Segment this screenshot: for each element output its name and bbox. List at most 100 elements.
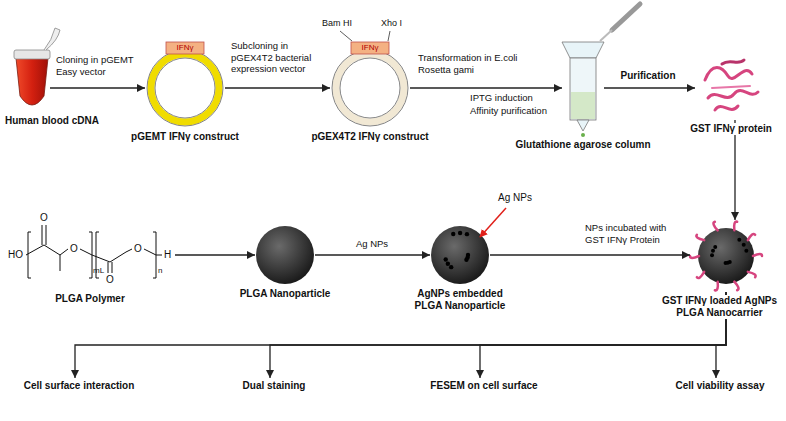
arrow-label: NPs incubated with GST IFNγ Protein: [585, 222, 685, 245]
tube-icon: [16, 58, 48, 105]
nanocarrier-icon: [742, 243, 746, 247]
polymer-structure: [89, 232, 92, 278]
nanocarrier-icon: [696, 235, 704, 240]
callout-label: Ag NPs: [498, 192, 532, 204]
polymer-structure: [112, 262, 113, 273]
plasmid-icon: [340, 58, 400, 118]
agnp-nanoparticle-icon: [451, 232, 455, 236]
polymer-structure: [108, 262, 109, 273]
flow-arrow: [175, 254, 255, 255]
protein-icon: [712, 86, 750, 88]
polymer-structure: [153, 232, 156, 278]
column-icon: [562, 42, 604, 137]
assay-node: Cell surface interaction: [15, 378, 136, 394]
nanocarrier-icon: [710, 253, 714, 257]
protein-icon: [705, 60, 758, 110]
column-node: Glutathione agarose column: [562, 40, 604, 136]
insert-label: IFNγ: [177, 43, 194, 52]
protein-icon: [705, 68, 752, 81]
node-caption: AgNPs embedded PLGA Nanoparticle: [410, 288, 510, 312]
step-note: Affinity purification: [470, 106, 547, 117]
polymer-structure: [42, 225, 43, 245]
node-caption: Dual staining: [238, 380, 311, 392]
nanoparticle-node: AgNPs embedded PLGA Nanoparticle: [430, 225, 490, 285]
node-caption: Cell viability assay: [671, 380, 770, 392]
subscript-label: mL: [93, 266, 104, 275]
subscript-label: n: [158, 266, 162, 275]
protein-icon: [715, 106, 738, 110]
protein-icon: [708, 91, 758, 98]
agnp-nanoparticle-icon: [449, 265, 453, 269]
nanocarrier-icon: [715, 282, 718, 291]
protein-icon: [722, 60, 744, 64]
plasmid-icon: [332, 50, 408, 126]
tube-icon: [14, 50, 50, 59]
nanocarrier-icon: [753, 254, 762, 256]
atom-label: O: [70, 243, 78, 255]
nanocarrier-icon: [697, 272, 704, 278]
node-caption: PLGA Nanoparticle: [239, 288, 332, 300]
plasmid-icon: [147, 42, 223, 126]
node-label: PLGA Polymer: [54, 293, 126, 305]
protein-node: GST IFNγ protein: [695, 55, 767, 120]
polymer-structure: [60, 255, 61, 271]
polymer-node: PLGA Polymer: [5, 215, 175, 290]
nanocarrier-icon: [690, 256, 699, 258]
polymer-structure: [26, 225, 162, 278]
nanocarrier-icon: [690, 222, 762, 291]
polymer-structure: [80, 249, 132, 262]
node-caption: GST IFNγ loaded AgNPs PLGA Nanocarrier: [657, 295, 782, 319]
assay-node: FESEM on cell surface: [421, 378, 538, 394]
plasmid-icon: [166, 42, 204, 54]
flow-arrow: [315, 254, 430, 255]
agnp-nanoparticle-icon: [431, 226, 489, 284]
node-label: Human blood cDNA: [4, 115, 100, 127]
plasmid-icon: [332, 31, 408, 126]
flow-arrow: [225, 87, 330, 88]
restriction-site: Xho I: [381, 18, 402, 28]
node-label: AgNPs embedded PLGA Nanoparticle: [410, 288, 510, 312]
atom-label: HO: [8, 249, 23, 261]
node-label: Dual staining: [238, 380, 311, 392]
node-label: Glutathione agarose column: [514, 139, 651, 151]
polymer-structure: [144, 249, 162, 255]
polymer-structure: [26, 245, 68, 255]
node-caption: PLGA Polymer: [54, 293, 126, 305]
nanocarrier-icon: [734, 222, 737, 231]
agnp-nanoparticle-icon: [465, 232, 469, 236]
polymer-structure: [28, 232, 31, 278]
node-caption: pGEX4T2 IFNγ construct: [310, 131, 429, 143]
column-icon: [562, 42, 604, 58]
node-label: pGEMT IFNγ construct: [130, 131, 240, 143]
flow-arrow: [75, 292, 726, 378]
node-caption: Glutathione agarose column: [514, 139, 651, 151]
arrow-label: Subcloning in pGEX4T2 bacterial expressi…: [231, 40, 327, 75]
assay-node: Dual staining: [234, 378, 307, 394]
nanocarrier-icon: [737, 238, 741, 242]
plasmid-icon: [147, 50, 223, 126]
node-label: pGEX4T2 IFNγ construct: [310, 131, 429, 143]
insert-label: IFNγ: [362, 43, 379, 52]
flow-arrow: [734, 120, 735, 220]
polymer-structure: [46, 225, 47, 245]
callout-arrow: [480, 208, 506, 237]
atom-label: O: [40, 212, 48, 224]
arrow-label: Transformation in E.coli Rosetta gami: [418, 52, 518, 75]
step-note: IPTG induction: [470, 93, 533, 104]
arrow-label: Purification: [620, 70, 675, 82]
nanocarrier-icon: [748, 234, 755, 240]
node-label: Cell viability assay: [671, 380, 770, 392]
nanocarrier-icon: [711, 249, 715, 253]
tube-icon: [44, 28, 60, 50]
nanoparticle-node: PLGA Nanoparticle: [255, 225, 315, 285]
column-icon: [577, 120, 589, 131]
nanocarrier-icon: [713, 245, 717, 249]
atom-label: O: [134, 243, 142, 255]
node-label: GST IFNγ loaded AgNPs PLGA Nanocarrier: [657, 295, 782, 319]
agnp-nanoparticle-icon: [458, 231, 462, 235]
arrow-label: Ag NPs: [356, 238, 388, 250]
node-label: GST IFNγ protein: [689, 123, 773, 135]
plasmid-node: pGEMT IFNγ construct: [145, 48, 225, 128]
pipette-icon: [612, 4, 640, 30]
